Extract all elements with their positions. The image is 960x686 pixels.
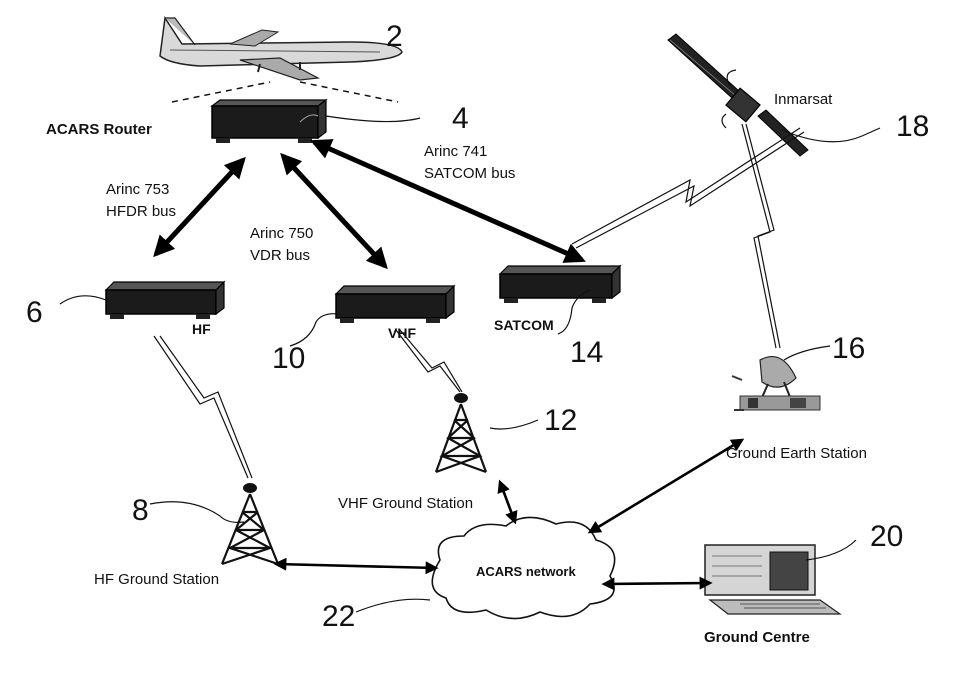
satcom-bus-label: SATCOM bus	[424, 165, 515, 182]
hf-network-arrow	[273, 557, 439, 575]
vhf-tower-icon	[434, 393, 488, 474]
satcom-bus-arrow	[310, 139, 586, 263]
hfdr-bus-arrow	[153, 156, 246, 258]
inmarsat-label: Inmarsat	[774, 91, 833, 108]
ref-2: 2	[386, 20, 403, 53]
ref-20: 20	[870, 520, 903, 553]
hfdr-bus-label: HFDR bus	[106, 203, 176, 220]
ref-8: 8	[132, 494, 149, 527]
hf-label: HF	[192, 321, 211, 337]
ref-16: 16	[832, 332, 865, 365]
ref-4: 4	[452, 102, 469, 135]
computer-icon	[704, 544, 842, 615]
earth-station-network-arrow	[587, 438, 745, 534]
ground-earth-station-label: Ground Earth Station	[726, 445, 867, 462]
arinc-741-label: Arinc 741	[424, 143, 487, 160]
vhf-label: VHF	[388, 325, 416, 341]
vdr-bus-label: VDR bus	[250, 247, 310, 264]
hf-ground-station-label: HF Ground Station	[94, 571, 219, 588]
vhf-network-arrow	[497, 479, 518, 525]
router-box	[210, 98, 328, 143]
ground-centre-network-arrow	[601, 576, 713, 591]
ref-12: 12	[544, 404, 577, 437]
ref-10: 10	[272, 342, 305, 375]
arinc-753-label: Arinc 753	[106, 181, 169, 198]
leader-lines	[59, 115, 881, 613]
vhf-unit-box	[334, 284, 456, 323]
ref-22: 22	[322, 600, 355, 633]
ground-centre-label: Ground Centre	[704, 629, 810, 646]
network-cloud	[431, 516, 616, 620]
ref-18: 18	[896, 110, 929, 143]
ref-6: 6	[26, 296, 43, 329]
vhf-ground-station-label: VHF Ground Station	[338, 495, 473, 512]
radio-links	[153, 123, 805, 479]
satcom-unit-box	[498, 264, 622, 303]
satcom-label: SATCOM	[494, 317, 554, 333]
aircraft-projection-lines	[171, 81, 399, 103]
hf-tower-icon	[220, 483, 280, 566]
aircraft-icon	[159, 15, 403, 81]
satellite-icon	[667, 33, 809, 157]
acars-router-label: ACARS Router	[46, 121, 152, 138]
hf-unit-box	[104, 280, 226, 319]
arinc-750-label: Arinc 750	[250, 225, 313, 242]
earth-station-icon	[731, 356, 821, 411]
acars-network-label: ACARS network	[476, 564, 576, 579]
ref-14: 14	[570, 336, 603, 369]
